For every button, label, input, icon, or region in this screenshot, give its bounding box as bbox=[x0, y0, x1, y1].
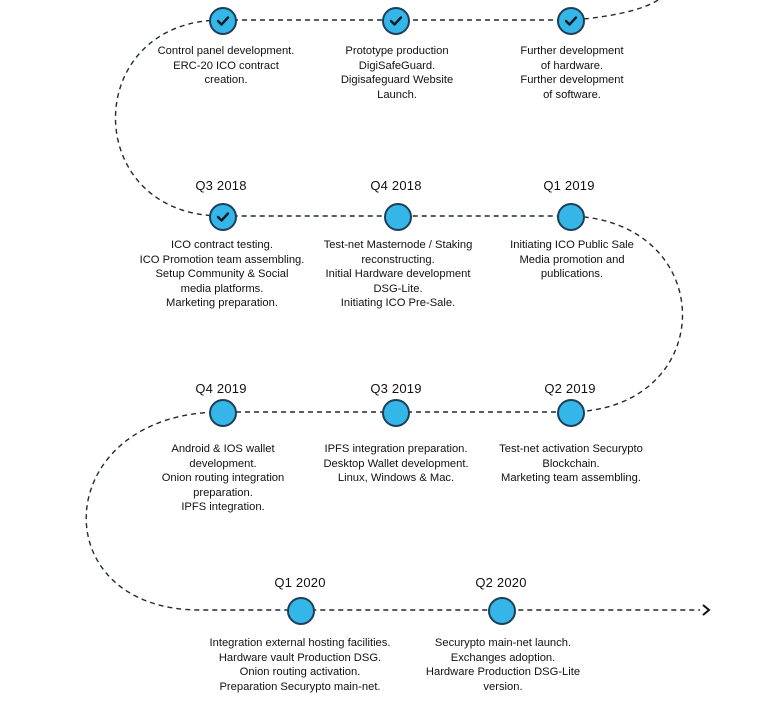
milestone-node bbox=[557, 399, 585, 427]
milestone-node bbox=[384, 203, 412, 231]
milestone-node bbox=[209, 7, 237, 35]
quarter-label: Q2 2020 bbox=[475, 575, 527, 590]
milestone-description: Control panel development. ERC-20 ICO co… bbox=[157, 45, 295, 86]
checkmark-icon bbox=[389, 16, 403, 26]
quarter-label: Q1 2019 bbox=[543, 178, 595, 193]
milestone-node bbox=[209, 203, 237, 231]
quarter-label: Q3 2019 bbox=[370, 381, 422, 396]
arrowhead-icon bbox=[702, 604, 711, 616]
quarter-label: Q1 2020 bbox=[274, 575, 326, 590]
quarter-label: Q3 2018 bbox=[195, 178, 247, 193]
milestone-description: Initiating ICO Public Sale Media promoti… bbox=[510, 239, 634, 280]
quarter-label: Q2 2019 bbox=[544, 381, 596, 396]
milestone-description: Test-net Masternode / Staking reconstruc… bbox=[323, 239, 473, 309]
milestone-description: Test-net activation Securypto Blockchain… bbox=[499, 443, 643, 484]
quarter-label: Q4 2019 bbox=[195, 381, 247, 396]
milestone-node bbox=[209, 399, 237, 427]
milestone-description: IPFS integration preparation. Desktop Wa… bbox=[323, 443, 469, 484]
milestone-description: Further development of hardware. Further… bbox=[520, 45, 624, 101]
milestone-node bbox=[382, 7, 410, 35]
checkmark-icon bbox=[216, 212, 230, 222]
milestone-description: Android & IOS wallet development. Onion … bbox=[161, 443, 285, 513]
quarter-label: Q4 2018 bbox=[370, 178, 422, 193]
milestone-node bbox=[382, 399, 410, 427]
checkmark-icon bbox=[216, 16, 230, 26]
milestone-node bbox=[287, 597, 315, 625]
milestone-description: Securypto main-net launch. Exchanges ado… bbox=[425, 637, 581, 693]
milestone-node bbox=[557, 7, 585, 35]
milestone-node bbox=[488, 597, 516, 625]
milestone-description: Prototype production DigiSafeGuard. Digi… bbox=[340, 45, 454, 101]
milestone-description: Integration external hosting facilities.… bbox=[209, 637, 391, 693]
milestone-description: ICO contract testing. ICO Promotion team… bbox=[139, 239, 305, 309]
checkmark-icon bbox=[564, 16, 578, 26]
milestone-node bbox=[557, 203, 585, 231]
